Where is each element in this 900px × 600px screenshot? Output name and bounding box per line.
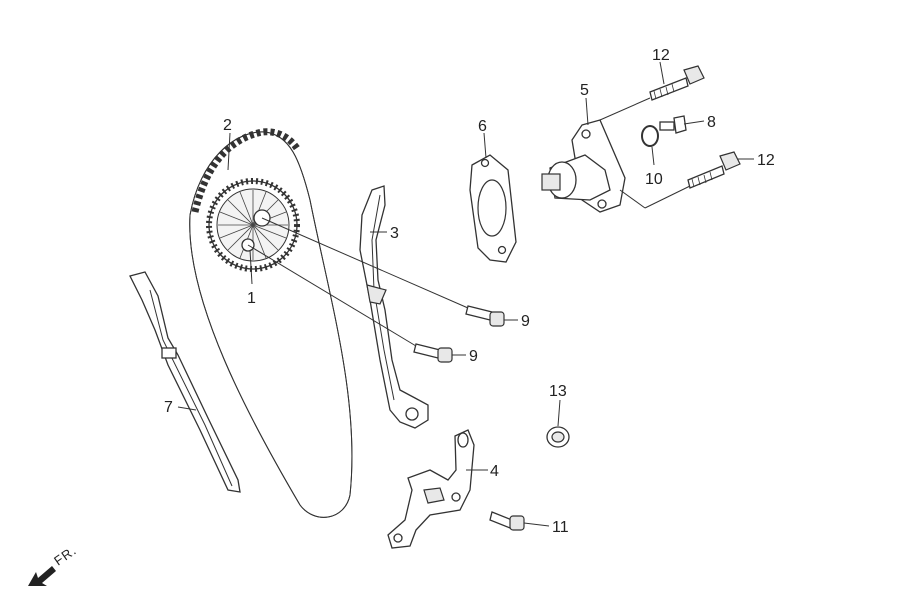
bracket-bolt (489, 511, 525, 531)
callouts: 1 2 3 4 5 6 7 8 9 9 10 11 12 12 13 (164, 47, 775, 536)
callout-12b: 12 (757, 152, 775, 169)
leader-lines (177, 61, 754, 527)
tensioner-lifter (541, 119, 626, 213)
callout-2: 2 (223, 117, 232, 134)
callout-4: 4 (490, 463, 499, 480)
chain-tensioner-slipper (359, 185, 429, 429)
o-ring (641, 125, 659, 147)
callout-8: 8 (707, 114, 716, 131)
lifter-gasket (469, 154, 517, 263)
front-arrow-icon (28, 566, 56, 586)
callout-10: 10 (645, 171, 663, 188)
sprocket-bolt-lower (413, 343, 453, 363)
callout-12a: 12 (652, 47, 670, 64)
slipper-bracket (387, 429, 475, 549)
lifter-bolt-upper (649, 65, 705, 101)
cam-sprocket (206, 178, 300, 272)
sealing-bolt (659, 115, 687, 134)
front-direction-indicator: FR. (28, 542, 79, 586)
callout-1: 1 (247, 290, 256, 307)
chain-guide (129, 271, 241, 493)
sprocket-bolt-upper (465, 305, 505, 327)
callout-13: 13 (549, 383, 567, 400)
cam-chain (189, 128, 353, 518)
callout-5: 5 (580, 82, 589, 99)
callout-6: 6 (478, 118, 487, 135)
front-label: FR. (51, 542, 79, 568)
dowel-collar (546, 426, 570, 448)
callout-11: 11 (552, 519, 569, 536)
lifter-bolt-lower (687, 151, 741, 189)
callout-3: 3 (390, 225, 399, 242)
callout-9a: 9 (521, 313, 530, 330)
callout-7: 7 (164, 399, 173, 416)
callout-9b: 9 (469, 348, 478, 365)
